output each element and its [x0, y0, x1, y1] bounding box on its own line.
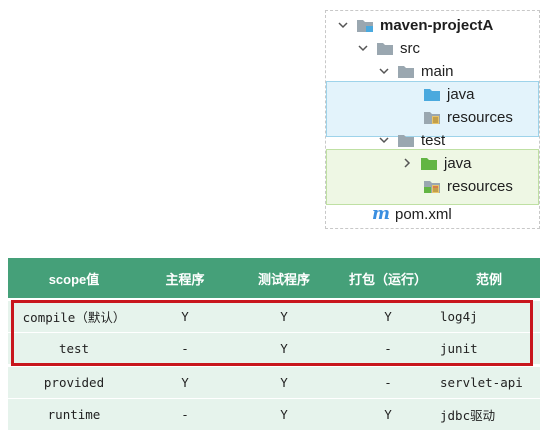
cell-package: Y	[384, 407, 392, 422]
folder-icon	[376, 41, 394, 56]
tree-node-pom[interactable]: m pom.xml	[372, 203, 452, 225]
tree-label-main-resources: resources	[447, 108, 513, 126]
cell-test: Y	[280, 407, 288, 422]
cell-example: junit	[440, 341, 478, 356]
test-resources-folder-icon	[423, 179, 441, 194]
cell-package: -	[384, 341, 392, 356]
cell-test: Y	[280, 309, 288, 324]
folder-icon	[397, 64, 415, 79]
cell-test: Y	[280, 341, 288, 356]
chevron-down-icon[interactable]	[336, 18, 350, 32]
chevron-down-icon[interactable]	[356, 41, 370, 55]
resources-folder-icon	[423, 110, 441, 125]
header-scope: scope值	[48, 271, 100, 287]
tree-node-test[interactable]: test	[377, 129, 445, 151]
tree-node-main-java[interactable]: java	[423, 83, 475, 105]
chevron-down-icon[interactable]	[377, 64, 391, 78]
scope-table: scope值 主程序 测试程序 打包（运行） 范例 compile（默认） Y …	[8, 258, 540, 430]
cell-scope: provided	[43, 375, 105, 390]
highlight-box	[11, 300, 533, 366]
test-source-folder-icon	[420, 156, 438, 171]
tree-node-test-resources[interactable]: resources	[423, 175, 513, 197]
chevron-right-icon[interactable]	[400, 156, 414, 170]
tree-label-test-resources: resources	[447, 177, 513, 195]
cell-example: log4j	[440, 309, 478, 324]
cell-package: Y	[384, 309, 392, 324]
tree-label-src: src	[400, 39, 420, 57]
folder-icon	[397, 133, 415, 148]
header-example: 范例	[475, 271, 502, 287]
module-folder-icon	[356, 18, 374, 33]
table-row: runtime - Y Y jdbc驱动	[8, 399, 540, 430]
cell-scope: runtime	[47, 407, 101, 422]
table-row: test - Y - junit	[8, 333, 540, 364]
cell-test: Y	[280, 375, 288, 390]
table-header: scope值 主程序 测试程序 打包（运行） 范例	[8, 258, 540, 298]
header-main-program: 主程序	[165, 271, 205, 287]
header-package: 打包（运行）	[348, 271, 427, 287]
table-row: compile（默认） Y Y Y log4j	[8, 301, 540, 332]
tree-node-src[interactable]: src	[356, 37, 420, 59]
project-tree: maven-projectA src main java	[325, 10, 540, 229]
row-divider	[8, 398, 540, 399]
chevron-down-icon[interactable]	[377, 133, 391, 147]
cell-main: Y	[181, 375, 189, 390]
tree-node-test-java[interactable]: java	[400, 152, 472, 174]
tree-node-main[interactable]: main	[377, 60, 454, 82]
tree-label-project: maven-projectA	[380, 16, 494, 34]
row-divider	[8, 332, 540, 333]
tree-label-test: test	[421, 131, 446, 149]
tree-label-main: main	[421, 62, 454, 80]
cell-main: Y	[181, 309, 189, 324]
test-source-highlight	[326, 149, 539, 205]
tree-node-main-resources[interactable]: resources	[423, 106, 513, 128]
maven-logo-icon: m	[372, 203, 390, 224]
tree-label-pom: pom.xml	[395, 205, 452, 223]
cell-scope: test	[58, 341, 90, 356]
cell-scope: compile（默认）	[22, 310, 126, 325]
tree-node-project[interactable]: maven-projectA	[336, 14, 493, 36]
tree-label-main-java: java	[447, 85, 475, 103]
cell-example: jdbc驱动	[440, 408, 496, 423]
cell-main: -	[181, 341, 189, 356]
cell-example: servlet-api	[440, 375, 523, 390]
source-folder-icon	[423, 87, 441, 102]
main-source-highlight	[326, 81, 539, 137]
cell-package: -	[384, 375, 392, 390]
table-row: provided Y Y - servlet-api	[8, 367, 540, 398]
tree-label-test-java: java	[444, 154, 472, 172]
cell-main: -	[181, 407, 189, 422]
header-test-program: 测试程序	[257, 271, 310, 287]
